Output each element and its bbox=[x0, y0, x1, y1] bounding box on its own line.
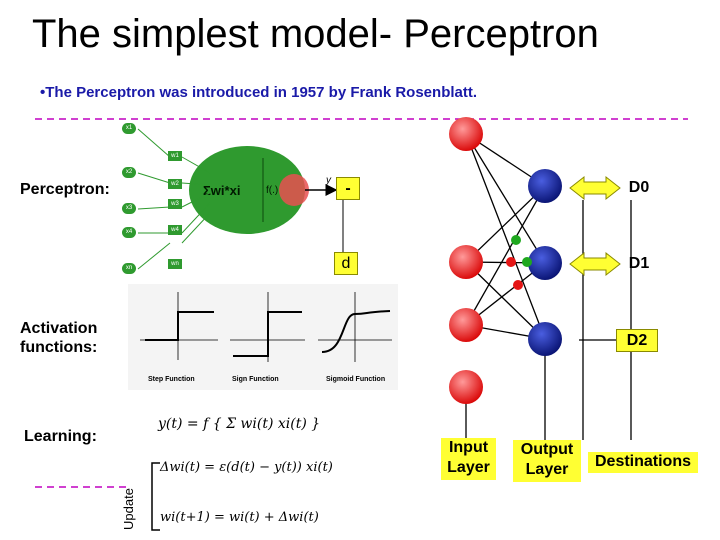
formula-update: wi(t+1) = wi(t) + Δwi(t) bbox=[160, 510, 319, 525]
neuron-inputs: x1 x2 x3 x4 xn bbox=[122, 123, 138, 283]
neuron-weights: w1 w2 w3 w4 wn bbox=[168, 151, 184, 271]
neuron-body bbox=[189, 146, 305, 234]
sum-label: Σwi*xi bbox=[203, 183, 240, 198]
output-arrows bbox=[569, 175, 621, 277]
update-bracket bbox=[151, 462, 160, 531]
sign-function-plot bbox=[230, 292, 305, 362]
input-node bbox=[449, 370, 483, 404]
weight-tag: wn bbox=[168, 259, 182, 269]
input-layer-nodes bbox=[449, 117, 483, 404]
d-box: d bbox=[334, 252, 358, 275]
output-layer-nodes bbox=[528, 169, 562, 356]
activation-label: Activation functions: bbox=[20, 320, 98, 356]
weight-tag: w1 bbox=[168, 151, 182, 161]
input-tag: xn bbox=[122, 263, 136, 274]
input-tag: x4 bbox=[122, 227, 136, 238]
output-node bbox=[528, 322, 562, 356]
caption-sign: Sign Function bbox=[232, 376, 279, 383]
caption-step: Step Function bbox=[148, 376, 195, 383]
output-layer-label: Output Layer bbox=[513, 440, 581, 482]
weight-dots bbox=[506, 235, 532, 290]
step-function-plot bbox=[140, 292, 218, 360]
output-y-label: y bbox=[325, 175, 332, 186]
destinations-label: Destinations bbox=[588, 452, 698, 473]
input-node bbox=[449, 245, 483, 279]
perceptron-label: Perceptron: bbox=[20, 181, 110, 198]
formula-delta: Δwi(t) = ε(d(t) − y(t)) xi(t) bbox=[160, 460, 333, 475]
neuron-input-lines bbox=[137, 128, 210, 270]
formula-output: y(t) = f { Σ wi(t) xi(t) } bbox=[158, 416, 321, 432]
caption-sigmoid: Sigmoid Function bbox=[326, 376, 386, 383]
func-label: f(.) bbox=[266, 185, 278, 196]
output-label-d0: D0 bbox=[628, 179, 650, 196]
input-node bbox=[449, 308, 483, 342]
neuron-figure: Σwi*xi f(.) y bbox=[189, 146, 344, 252]
sigmoid-function-plot bbox=[318, 292, 392, 362]
weight-tag: w2 bbox=[168, 179, 182, 189]
learning-label: Learning: bbox=[24, 428, 97, 445]
output-label-d1: D1 bbox=[628, 255, 650, 272]
weight-tag: w3 bbox=[168, 199, 182, 209]
minus-box: - bbox=[336, 177, 360, 200]
input-tag: x3 bbox=[122, 203, 136, 214]
input-layer-label: Input Layer bbox=[441, 438, 496, 480]
output-node bbox=[528, 169, 562, 203]
output-label-d2: D2 bbox=[616, 329, 658, 352]
weight-tag: w4 bbox=[168, 225, 182, 235]
output-node bbox=[528, 246, 562, 280]
network-connections bbox=[465, 133, 632, 440]
input-tag: x2 bbox=[122, 167, 136, 178]
update-label: Update bbox=[121, 488, 136, 530]
input-node bbox=[449, 117, 483, 151]
intro-bullet: •The Perceptron was introduced in 1957 b… bbox=[40, 84, 478, 101]
activation-plots-panel bbox=[128, 284, 398, 390]
input-tag: x1 bbox=[122, 123, 136, 134]
slide-title: The simplest model- Perceptron bbox=[32, 12, 599, 56]
